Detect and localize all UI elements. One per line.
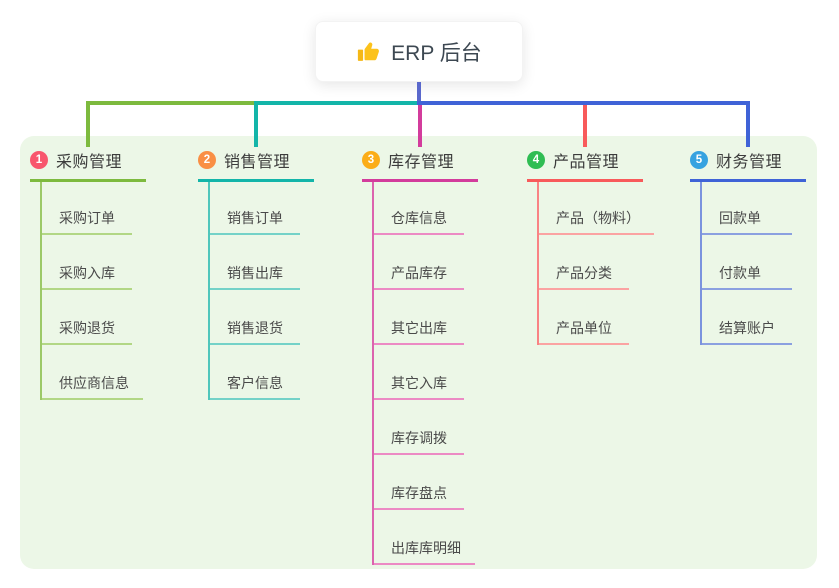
child-node[interactable]: 采购入库 bbox=[42, 235, 132, 290]
branch-label: 财务管理 bbox=[716, 154, 783, 171]
child-node[interactable]: 回款单 bbox=[702, 182, 792, 235]
branch-children: 仓库信息产品库存其它出库其它入库库存调拨库存盘点出库库明细 bbox=[372, 182, 478, 565]
child-node[interactable]: 销售订单 bbox=[210, 182, 300, 235]
child-node[interactable]: 产品（物料） bbox=[539, 182, 654, 235]
branch-children: 采购订单采购入库采购退货供应商信息 bbox=[40, 182, 146, 400]
root-title: ERP 后台 bbox=[391, 41, 482, 65]
child-node[interactable]: 采购订单 bbox=[42, 182, 132, 235]
connector-branch-2-horizontal bbox=[254, 101, 421, 105]
child-node[interactable]: 仓库信息 bbox=[374, 182, 464, 235]
child-node[interactable]: 客户信息 bbox=[210, 345, 300, 400]
branch-children: 产品（物料）产品分类产品单位 bbox=[537, 182, 654, 345]
branch-header-1[interactable]: 1 采购管理 bbox=[30, 148, 146, 182]
branches-background-panel bbox=[20, 136, 817, 569]
root-node-erp[interactable]: ERP 后台 bbox=[315, 21, 523, 82]
branch-5: 5 财务管理回款单付款单结算账户 bbox=[690, 148, 806, 345]
child-node[interactable]: 供应商信息 bbox=[42, 345, 143, 400]
branch-index-badge: 5 bbox=[690, 151, 708, 169]
branch-children: 回款单付款单结算账户 bbox=[700, 182, 806, 345]
connector-root-drop bbox=[417, 82, 421, 105]
child-node[interactable]: 采购退货 bbox=[42, 290, 132, 345]
child-node[interactable]: 销售出库 bbox=[210, 235, 300, 290]
child-node[interactable]: 其它出库 bbox=[374, 290, 464, 345]
connector-branch-5-horizontal bbox=[417, 101, 750, 105]
branch-children: 销售订单销售出库销售退货客户信息 bbox=[208, 182, 314, 400]
connector-branch-5-drop bbox=[746, 101, 750, 147]
branch-label: 采购管理 bbox=[56, 154, 123, 171]
branch-index-badge: 2 bbox=[198, 151, 216, 169]
thumbs-up-icon bbox=[356, 39, 381, 64]
child-node[interactable]: 库存调拨 bbox=[374, 400, 464, 455]
branch-2: 2 销售管理销售订单销售出库销售退货客户信息 bbox=[198, 148, 314, 400]
connector-branch-4-drop bbox=[583, 101, 587, 147]
child-node[interactable]: 付款单 bbox=[702, 235, 792, 290]
connector-branch-2-drop bbox=[254, 101, 258, 147]
branch-label: 产品管理 bbox=[553, 154, 620, 171]
branch-1: 1 采购管理采购订单采购入库采购退货供应商信息 bbox=[30, 148, 146, 400]
branch-header-3[interactable]: 3 库存管理 bbox=[362, 148, 478, 182]
branch-index-badge: 3 bbox=[362, 151, 380, 169]
child-node[interactable]: 产品单位 bbox=[539, 290, 629, 345]
branch-label: 销售管理 bbox=[224, 154, 291, 171]
branch-header-4[interactable]: 4 产品管理 bbox=[527, 148, 643, 182]
branch-label: 库存管理 bbox=[388, 154, 455, 171]
branch-header-2[interactable]: 2 销售管理 bbox=[198, 148, 314, 182]
branch-4: 4 产品管理产品（物料）产品分类产品单位 bbox=[527, 148, 654, 345]
connector-branch-1-horizontal bbox=[86, 101, 258, 105]
connector-branch-1-drop bbox=[86, 101, 90, 147]
branch-header-5[interactable]: 5 财务管理 bbox=[690, 148, 806, 182]
child-node[interactable]: 结算账户 bbox=[702, 290, 792, 345]
connector-branch-3-drop bbox=[418, 101, 422, 147]
child-node[interactable]: 出库库明细 bbox=[374, 510, 475, 565]
child-node[interactable]: 其它入库 bbox=[374, 345, 464, 400]
child-node[interactable]: 产品分类 bbox=[539, 235, 629, 290]
child-node[interactable]: 产品库存 bbox=[374, 235, 464, 290]
branch-3: 3 库存管理仓库信息产品库存其它出库其它入库库存调拨库存盘点出库库明细 bbox=[362, 148, 478, 565]
branch-index-badge: 1 bbox=[30, 151, 48, 169]
child-node[interactable]: 库存盘点 bbox=[374, 455, 464, 510]
branch-index-badge: 4 bbox=[527, 151, 545, 169]
child-node[interactable]: 销售退货 bbox=[210, 290, 300, 345]
